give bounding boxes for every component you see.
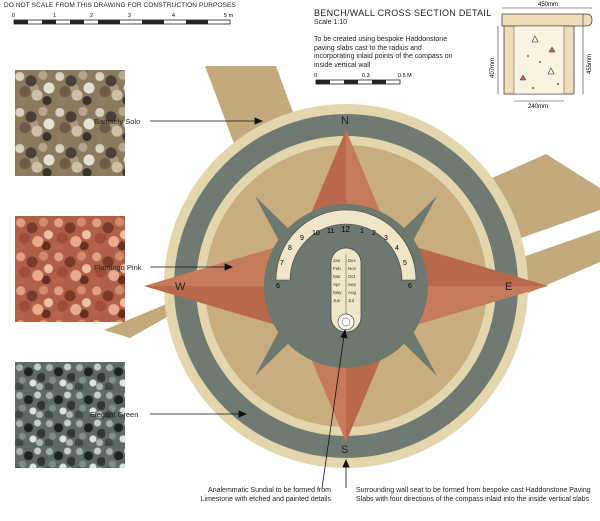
detail-scale-bar (315, 79, 401, 85)
main-scale-label-4: 4 (172, 13, 175, 19)
hour-2: 2 (372, 230, 376, 237)
month-oct: Oct (348, 274, 356, 279)
hour-12: 12 (341, 225, 350, 234)
month-mar: Mar (333, 274, 341, 279)
swatch-flamingo-pink (15, 216, 125, 322)
scale-warning: DO NOT SCALE FROM THIS DRAWING FOR CONST… (4, 2, 236, 9)
month-feb: Feb (333, 266, 341, 271)
hour-11: 11 (327, 228, 334, 235)
hour-4: 4 (395, 245, 399, 252)
month-dec: Dec (348, 258, 357, 263)
main-scale-label-2: 2 (90, 13, 93, 19)
swatch-elegant-green (15, 362, 125, 468)
hour-1: 1 (360, 228, 364, 235)
hour-5: 5 (403, 260, 407, 267)
hour-6-am: 6 (276, 283, 280, 290)
month-jan: Jan (333, 258, 341, 263)
hour-10: 10 (312, 230, 320, 237)
hour-9: 9 (300, 235, 304, 242)
month-apr: Apr (333, 282, 341, 287)
compass-plaza (144, 104, 548, 468)
callout-seat: Surrounding wall seat to be formed from … (356, 487, 591, 503)
detail-title: BENCH/WALL CROSS SECTION DETAIL (314, 8, 492, 18)
dim-top: 450mm (538, 2, 558, 8)
hour-8: 8 (288, 245, 292, 252)
swatch-barnsely-solo (15, 70, 125, 176)
main-scale-bar (13, 19, 231, 25)
month-may: May (333, 290, 342, 295)
detail-scale: Scale 1:10 (314, 19, 348, 26)
month-aug: Aug (348, 290, 357, 295)
main-scale-label-1: 1 (53, 13, 56, 19)
month-jul: Jul (348, 298, 354, 303)
hour-3: 3 (384, 235, 388, 242)
dim-bottom: 240mm (528, 104, 548, 110)
dim-left: 407mm (490, 58, 496, 78)
leader-lines (150, 117, 350, 489)
main-scale-label-3: 3 (128, 13, 131, 19)
callout-sundial: Analemmatic Sundial to be formed from Li… (200, 487, 331, 503)
month-sep: Sep (348, 282, 357, 287)
label-elegant-green: Elegant Green (90, 410, 139, 419)
detail-note: To be created using bespoke Haddonstone … (314, 36, 453, 69)
detail-scale-label-0: 0 (314, 73, 317, 79)
dim-right: 455mm (587, 54, 593, 74)
detail-scale-label-2: 0.5 M (398, 73, 412, 79)
month-jun: Jun (333, 298, 341, 303)
hour-6-pm: 6 (408, 283, 412, 290)
month-nov: Nov (348, 266, 357, 271)
compass-east: E (505, 281, 512, 293)
compass-west: W (175, 281, 186, 293)
detail-scale-label-1: 0.3 (362, 73, 370, 79)
bench-section-detail (497, 7, 593, 102)
main-scale-label-5: 5 m (224, 13, 234, 19)
compass-north: N (341, 115, 349, 127)
label-barnsely-solo: Barnsely Solo (94, 117, 141, 126)
main-scale-label-0: 0 (12, 13, 15, 19)
hour-7: 7 (280, 260, 284, 267)
label-flamingo-pink: Flamingo Pink (94, 263, 142, 272)
compass-south: S (341, 444, 348, 456)
